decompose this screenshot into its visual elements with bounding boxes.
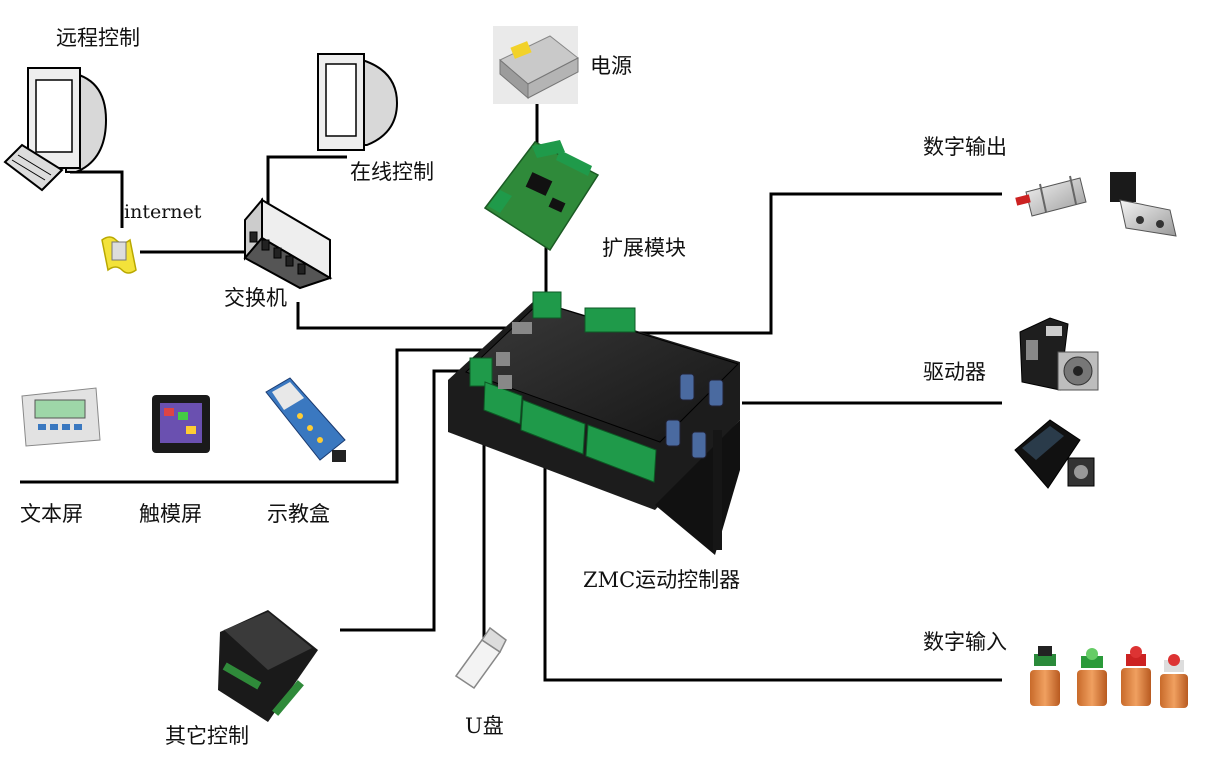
- label-digital-input: 数字输入: [923, 630, 1007, 654]
- label-teach-pendant: 示教盒: [267, 502, 330, 526]
- switch-icon: [243, 197, 333, 290]
- line-output-controller: [630, 192, 1002, 335]
- push-button-icon: [1121, 646, 1151, 706]
- stepper-motor-icon: [1067, 457, 1095, 487]
- cylinder-icon: [1015, 175, 1087, 217]
- stepper-driver-icon: [1014, 419, 1081, 489]
- label-text-screen: 文本屏: [20, 502, 83, 526]
- zmc-controller-icon: [448, 291, 740, 555]
- plc-icon: [218, 610, 318, 722]
- power-supply-icon: [493, 26, 579, 104]
- label-driver: 驱动器: [923, 360, 986, 384]
- label-usb-disk: U盘: [465, 714, 504, 738]
- touch-screen-icon: [152, 395, 210, 453]
- remote-computer-icon: [3, 67, 108, 192]
- usb-disk-icon: [454, 626, 507, 690]
- line-switch-controller: [296, 302, 520, 330]
- internet-icon: [101, 236, 137, 274]
- label-digital-output: 数字输出: [923, 135, 1007, 159]
- push-button-icon: [1030, 646, 1060, 706]
- line-input-controller: [543, 458, 1002, 682]
- label-remote-control: 远程控制: [56, 26, 140, 50]
- label-other-control: 其它控制: [165, 724, 249, 748]
- line-hmi-controller: [20, 348, 507, 484]
- solenoid-valve-icon: [1110, 172, 1177, 237]
- push-button-icon: [1077, 648, 1107, 706]
- label-online-control: 在线控制: [350, 160, 434, 184]
- label-controller: ZMC运动控制器: [583, 568, 741, 592]
- label-expansion-module: 扩展模块: [602, 236, 686, 260]
- push-button-icon: [1160, 654, 1188, 708]
- expansion-module-icon: [483, 140, 600, 252]
- online-monitor-icon: [317, 53, 399, 151]
- label-switch: 交换机: [224, 286, 287, 310]
- label-touch-screen: 触模屏: [139, 502, 202, 526]
- label-internet: internet: [124, 201, 202, 223]
- teach-pendant-icon: [265, 377, 346, 462]
- line-remote-internet: [70, 170, 124, 228]
- text-screen-icon: [21, 387, 101, 447]
- servo-motor-icon: [1057, 351, 1099, 391]
- label-power: 电源: [590, 54, 632, 78]
